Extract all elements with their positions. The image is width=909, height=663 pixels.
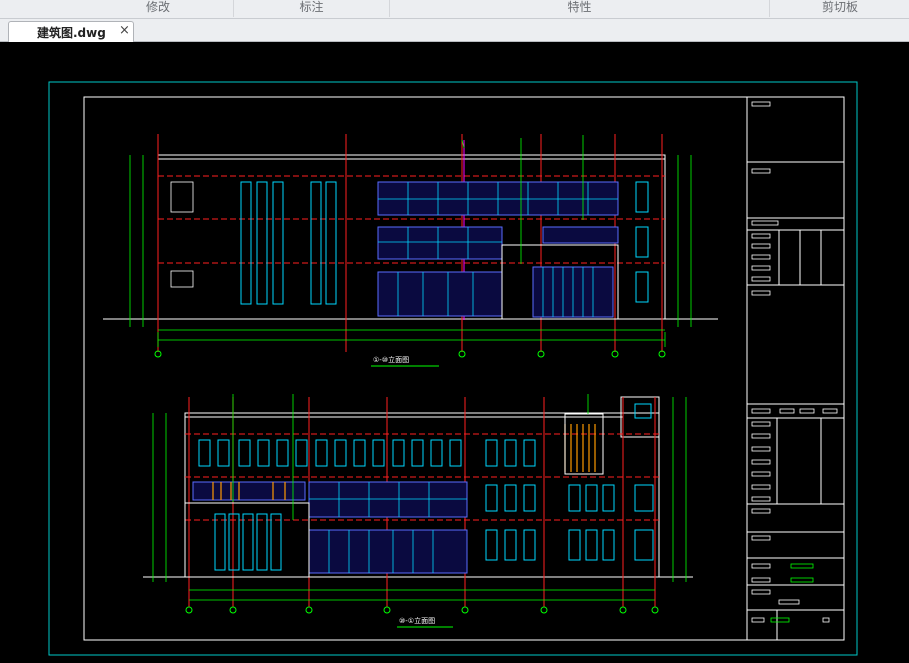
sheet-border	[83, 96, 845, 641]
top-elevation: ①-⑩立面图	[103, 134, 718, 367]
bottom-elevation-title: ⑩-①立面图	[399, 616, 435, 625]
ribbon-group-clipboard[interactable]: 剪切板	[769, 0, 909, 17]
top-elevation-title: ①-⑩立面图	[373, 355, 409, 364]
drawing-frame	[48, 81, 858, 656]
close-icon[interactable]: ×	[119, 23, 130, 38]
cad-drawing: ①-⑩立面图	[48, 81, 858, 656]
bottom-elevation: ⑩-①立面图	[143, 394, 693, 628]
ribbon-panel-bar: 修改 标注 特性 剪切板	[0, 0, 909, 19]
title-block-green	[770, 563, 814, 623]
title-block	[746, 97, 844, 640]
document-tab[interactable]: 建筑图.dwg ×	[8, 21, 134, 42]
document-tab-label: 建筑图.dwg	[37, 26, 106, 40]
ribbon-group-properties[interactable]: 特性	[389, 0, 769, 17]
ribbon-group-annotate[interactable]: 标注	[233, 0, 389, 17]
drawing-canvas[interactable]: ①-⑩立面图	[3, 42, 909, 663]
document-tab-bar: 建筑图.dwg ×	[0, 19, 909, 42]
ribbon-group-modify[interactable]: 修改	[145, 0, 170, 14]
title-block-text	[751, 101, 838, 623]
